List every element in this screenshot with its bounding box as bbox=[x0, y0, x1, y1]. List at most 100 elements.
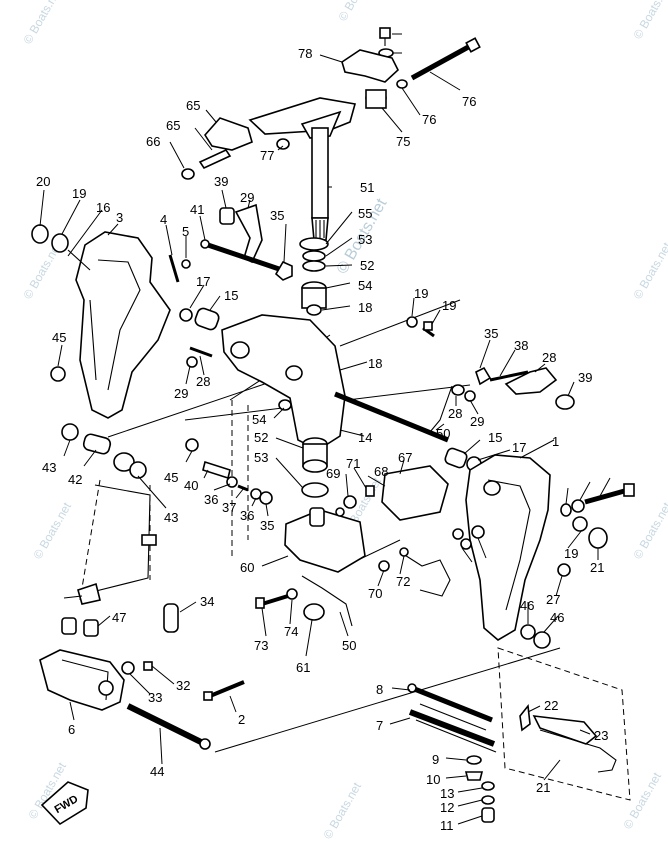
callout-29-left: 29 bbox=[174, 386, 188, 401]
callout-27: 27 bbox=[546, 592, 560, 607]
callout-12: 12 bbox=[440, 800, 454, 815]
callout-3: 3 bbox=[116, 210, 123, 225]
part-nut-35-top bbox=[274, 260, 293, 281]
part-clamp-72 bbox=[341, 49, 399, 83]
part-washers-78 bbox=[452, 525, 485, 550]
part-bolt-73 bbox=[378, 27, 394, 58]
part-shaft-51 bbox=[311, 127, 329, 241]
callout-1: 1 bbox=[552, 434, 559, 449]
callout-71: 77 bbox=[260, 148, 274, 163]
part-bolt-75 bbox=[560, 483, 635, 549]
callout-49: 50 bbox=[436, 426, 450, 441]
part-bolt-66 bbox=[255, 575, 353, 627]
callout-60: 65 bbox=[166, 118, 180, 133]
part-linkage-40 bbox=[185, 438, 273, 505]
callout-18-left: 19 bbox=[72, 186, 86, 201]
callout-67: 74 bbox=[284, 624, 298, 639]
callout-61: 66 bbox=[146, 134, 160, 149]
callout-19-left: 20 bbox=[36, 174, 50, 189]
part-cable-49 bbox=[429, 384, 476, 433]
part-steering-arm bbox=[248, 97, 357, 150]
part-bolt-69 bbox=[396, 37, 481, 89]
callout-15-right: 15 bbox=[488, 430, 502, 445]
callout-42: 42 bbox=[68, 472, 82, 487]
part-bolt-45 bbox=[126, 703, 211, 750]
callout-31: 33 bbox=[148, 690, 162, 705]
part-handle-24 bbox=[519, 703, 617, 773]
callout-69: 76 bbox=[462, 94, 476, 109]
leader-lines bbox=[39, 33, 611, 825]
callout-45: 44 bbox=[150, 764, 164, 779]
part-bushing-15-right bbox=[444, 447, 482, 472]
callout-9: 9 bbox=[432, 752, 439, 767]
part-nut-27 bbox=[520, 563, 571, 649]
fwd-arrow-icon: FWD bbox=[40, 781, 89, 826]
part-pin-32 bbox=[163, 603, 179, 633]
callout-72: 78 bbox=[298, 46, 312, 61]
part-nut-46-left bbox=[50, 366, 66, 382]
callout-36-left: 36 bbox=[204, 492, 218, 507]
callout-39-left: 39 bbox=[214, 174, 228, 189]
callout-51: 51 bbox=[360, 180, 374, 195]
callout-52-mid: 52 bbox=[254, 430, 268, 445]
part-actuator-62 bbox=[335, 465, 451, 597]
part-bracket-57 bbox=[284, 509, 366, 573]
callout-32: 34 bbox=[200, 594, 214, 609]
callout-46-right: 46 bbox=[550, 610, 564, 625]
part-clamp-bracket-1 bbox=[465, 454, 551, 641]
callout-8: 8 bbox=[376, 682, 383, 697]
callout-25: 22 bbox=[544, 698, 558, 713]
callout-35-top: 35 bbox=[270, 208, 284, 223]
callout-46-left: 45 bbox=[52, 330, 66, 345]
callout-30: 32 bbox=[176, 678, 190, 693]
callout-53-mid: 53 bbox=[254, 450, 268, 465]
callout-17-left: 17 bbox=[196, 274, 210, 289]
callout-24: 21 bbox=[536, 780, 550, 795]
watermark-left-low: © Boats.net bbox=[30, 499, 74, 561]
part-lever-34 bbox=[200, 203, 283, 273]
part-shaft-stack bbox=[299, 237, 329, 316]
callout-58: 61 bbox=[296, 660, 310, 675]
callout-62: 67 bbox=[398, 450, 412, 465]
callout-6: 6 bbox=[68, 722, 75, 737]
callout-35-mid: 35 bbox=[260, 518, 274, 533]
callout-29-right: 29 bbox=[470, 414, 484, 429]
callout-65-top: 71 bbox=[346, 456, 360, 471]
watermark-right-mid: © Boats.net bbox=[630, 239, 668, 301]
part-lever-33 bbox=[475, 366, 575, 410]
callout-11: 11 bbox=[440, 818, 454, 833]
callout-13: 13 bbox=[440, 786, 454, 801]
callout-52-top: 52 bbox=[360, 258, 374, 273]
callout-43-left: 43 bbox=[42, 460, 56, 475]
callout-54-mid: 54 bbox=[252, 412, 266, 427]
callout-50: 50 bbox=[342, 638, 356, 653]
part-stack-9 bbox=[464, 755, 495, 823]
part-bolt-2 bbox=[203, 680, 245, 701]
callout-22: 19 bbox=[414, 286, 428, 301]
part-bolt-30 bbox=[121, 661, 153, 675]
callout-23: 19 bbox=[442, 298, 456, 313]
part-swivel-bracket-20 bbox=[221, 314, 346, 451]
part-bushing-68 bbox=[365, 89, 387, 109]
callout-18-right: 19 bbox=[564, 546, 578, 561]
callout-64-top: 69 bbox=[326, 466, 340, 481]
watermark-top-left: © Boats.net bbox=[20, 0, 64, 46]
callout-59: 65 bbox=[186, 98, 200, 113]
callout-4: 4 bbox=[160, 212, 167, 227]
part-pin-28-left bbox=[186, 346, 213, 368]
callout-16: 16 bbox=[96, 200, 110, 215]
callout-21: 18 bbox=[358, 300, 372, 315]
callout-70: 76 bbox=[422, 112, 436, 127]
callout-36-right: 36 bbox=[240, 508, 254, 523]
callout-28-right: 28 bbox=[448, 406, 462, 421]
callout-64-low: 70 bbox=[368, 586, 382, 601]
callout-17-right: 17 bbox=[512, 440, 526, 455]
callout-53-top: 53 bbox=[358, 232, 372, 247]
callout-20: 18 bbox=[368, 356, 382, 371]
callout-labels: 78 76 76 75 65 65 66 77 51 55 53 52 54 1… bbox=[36, 46, 608, 833]
callout-63: 68 bbox=[374, 464, 388, 479]
callout-47: 46 bbox=[520, 598, 534, 613]
callout-38: 38 bbox=[514, 338, 528, 353]
part-rod-14 bbox=[334, 391, 449, 443]
callout-14: 14 bbox=[358, 430, 372, 445]
